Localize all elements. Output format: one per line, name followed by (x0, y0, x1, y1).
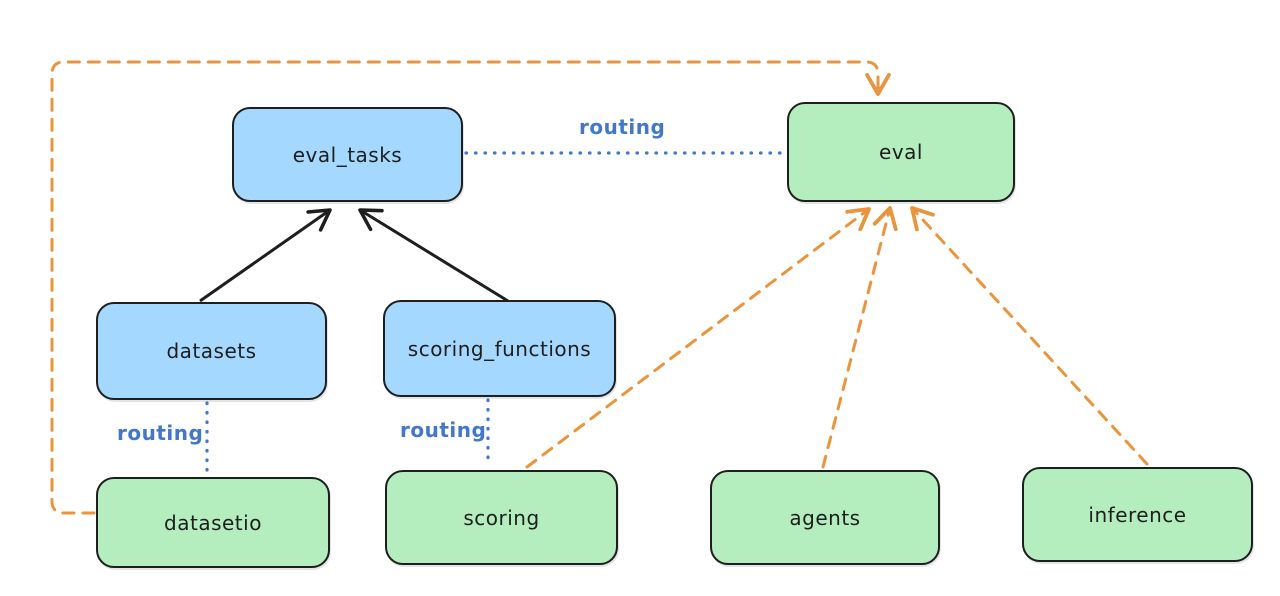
node-datasets-label: datasets (166, 339, 257, 363)
node-agents-label: agents (789, 505, 861, 530)
node-scoring-functions-label: scoring_functions (407, 336, 592, 361)
node-scoring-label: scoring (463, 505, 540, 530)
edge-datasets-to-eval-tasks (199, 208, 332, 303)
edge-datasetio-to-eval (50, 60, 891, 515)
node-eval-tasks: eval_tasks (232, 107, 463, 202)
node-scoring: scoring (385, 470, 618, 565)
node-scoring-functions: scoring_functions (383, 300, 616, 397)
node-agents: agents (710, 470, 940, 565)
edge-label-routing-scoring: routing (400, 418, 487, 442)
node-datasetio: datasetio (96, 477, 330, 568)
node-datasets: datasets (96, 302, 327, 400)
edge-inference-to-eval (910, 206, 1149, 466)
node-eval-label: eval (879, 140, 923, 164)
node-datasetio-label: datasetio (164, 510, 262, 535)
edge-label-routing-datasets: routing (117, 421, 204, 445)
edge-scoring-functions-to-eval-tasks (358, 208, 509, 303)
node-inference: inference (1022, 467, 1253, 562)
edge-label-routing-top: routing (579, 115, 666, 139)
edge-agents-to-eval (821, 206, 898, 469)
node-eval: eval (787, 102, 1015, 202)
node-inference-label: inference (1088, 502, 1187, 527)
node-eval-tasks-label: eval_tasks (292, 142, 403, 167)
